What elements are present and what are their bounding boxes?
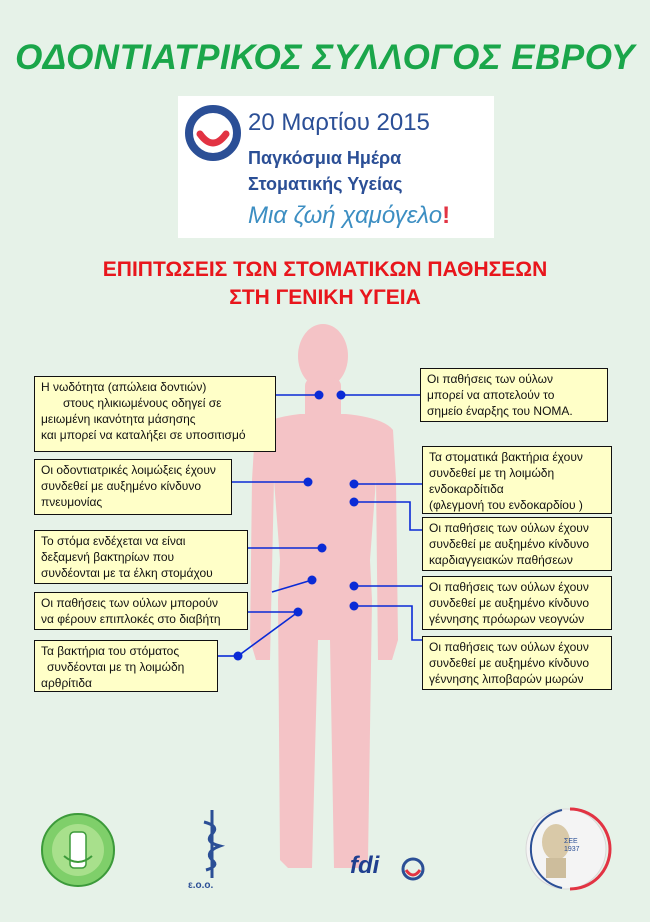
slogan-exclamation: ! bbox=[442, 202, 451, 229]
banner-line-2: Στοματικής Υγείας bbox=[248, 174, 403, 194]
info-box-noma: Οι παθήσεις των ούλων μπορεί να αποτελού… bbox=[420, 368, 608, 422]
right-connectors bbox=[341, 394, 422, 641]
box-line: συνδεθεί με αυξημένο κίνδυνο bbox=[429, 656, 590, 670]
banner-slogan: Μια ζωή χαμόγελο! bbox=[248, 202, 450, 230]
box-line: μειωμένη ικανότητα μάσησης bbox=[41, 412, 196, 426]
box-line: να φέρουν επιπλοκές στο διαβήτη bbox=[41, 612, 221, 626]
box-line: γέννησης λιποβαρών μωρών bbox=[429, 672, 584, 686]
box-line: αρθρίτιδα bbox=[41, 676, 92, 690]
body-silhouette bbox=[250, 324, 398, 868]
box-line: μπορεί να αποτελούν το bbox=[427, 388, 555, 402]
box-line: γέννησης πρόωρων νεογνών bbox=[429, 612, 585, 626]
hellenic-dental-federation-logo-icon bbox=[203, 810, 226, 878]
box-line: ενδοκαρδίτιδα bbox=[429, 482, 504, 496]
banner-line-1: Παγκόσμια Ημέρα bbox=[248, 148, 402, 168]
box-line: συνδέονται με τη λοιμώδη bbox=[47, 660, 185, 674]
fdi-label: fdi bbox=[350, 852, 380, 879]
stomatological-society-logo-icon bbox=[525, 807, 612, 891]
box-line: (φλεγμονή του ενδοκαρδίου ) bbox=[429, 498, 583, 512]
heading-line-1: ΕΠΙΠΤΩΣΕΙΣ ΤΩΝ ΣΤΟΜΑΤΙΚΩΝ ΠΑΘΗΣΕΩΝ bbox=[102, 258, 548, 281]
slogan-text: Μια ζωή χαμόγελο bbox=[248, 202, 443, 229]
box-line: Τα στοματικά βακτήρια έχουν bbox=[429, 450, 583, 464]
info-box-cardiovascular: Οι παθήσεις των ούλων έχουν συνδεθεί με … bbox=[422, 517, 612, 571]
box-line: καρδιαγγειακών παθήσεων bbox=[429, 553, 573, 567]
banner-date: 20 Μαρτίου 2015 bbox=[248, 109, 430, 136]
info-box-endocarditis: Τα στοματικά βακτήρια έχουν συνδεθεί με … bbox=[422, 446, 612, 514]
see-year: 1937 bbox=[564, 846, 580, 853]
see-name: ΣΕΕ bbox=[564, 838, 578, 845]
left-connectors bbox=[218, 394, 322, 657]
info-box-arthritis: Τα βακτήρια του στόματος συνδέονται με τ… bbox=[34, 640, 218, 692]
box-line: Οι παθήσεις των ούλων μπορούν bbox=[41, 596, 219, 610]
box-line: στους ηλικιωμένους οδηγεί σε bbox=[63, 396, 222, 410]
info-box-premature-birth: Οι παθήσεις των ούλων έχουν συνδεθεί με … bbox=[422, 576, 612, 630]
info-box-tooth-loss: Η νωδότητα (απώλεια δοντιών) στους ηλικι… bbox=[34, 376, 276, 452]
right-dots bbox=[336, 390, 359, 611]
box-line: Οι οδοντιατρικές λοιμώξεις έχουν bbox=[41, 463, 216, 477]
info-box-stomach-ulcers: Το στόμα ενδέχεται να είναι δεξαμενή βακ… bbox=[34, 530, 248, 584]
box-line: σημείο έναρξης του NOMA. bbox=[427, 404, 573, 418]
info-box-pneumonia: Οι οδοντιατρικές λοιμώξεις έχουν συνδεθε… bbox=[34, 459, 232, 515]
box-line: και μπορεί να καταλήξει σε υποσιτισμό bbox=[41, 428, 246, 442]
fdi-smile-icon bbox=[401, 857, 425, 881]
eoo-label: ε.ο.ο. bbox=[188, 880, 214, 891]
box-line: Οι παθήσεις των ούλων έχουν bbox=[429, 521, 589, 535]
box-line: Το στόμα ενδέχεται να είναι bbox=[41, 534, 186, 548]
info-box-diabetes: Οι παθήσεις των ούλων μπορούν να φέρουν … bbox=[34, 592, 248, 630]
page-title: ΟΔΟΝΤΙΑΤΡΙΚΟΣ ΣΥΛΛΟΓΟΣ ΕΒΡΟΥ bbox=[15, 38, 635, 77]
box-line: Οι παθήσεις των ούλων έχουν bbox=[429, 640, 589, 654]
box-line: Οι παθήσεις των ούλων έχουν bbox=[429, 580, 589, 594]
box-line: δεξαμενή βακτηρίων που bbox=[41, 550, 175, 564]
box-line: συνδεθεί με τη λοιμώδη bbox=[429, 466, 555, 480]
smile-logo-icon bbox=[185, 105, 241, 161]
left-extra-connectors bbox=[237, 579, 313, 657]
oral-health-day-banner: 20 Μαρτίου 2015 Παγκόσμια Ημέρα Στοματικ… bbox=[178, 96, 494, 238]
box-line: συνδεθεί με αυξημένο κίνδυνο bbox=[429, 596, 590, 610]
heading-line-2: ΣΤΗ ΓΕΝΙΚΗ ΥΓΕΙΑ bbox=[229, 286, 421, 309]
box-line: συνδέονται με τα έλκη στομάχου bbox=[41, 566, 213, 580]
box-line: συνδεθεί με αυξημένο κίνδυνο bbox=[41, 479, 202, 493]
info-box-low-birth-weight: Οι παθήσεις των ούλων έχουν συνδεθεί με … bbox=[422, 636, 612, 690]
evros-dental-association-logo-icon bbox=[41, 813, 115, 887]
box-line: Τα βακτήρια του στόματος bbox=[41, 644, 180, 658]
box-line: συνδεθεί με αυξημένο κίνδυνο bbox=[429, 537, 590, 551]
box-line: πνευμονίας bbox=[41, 495, 103, 509]
box-line: Η νωδότητα (απώλεια δοντιών) bbox=[41, 380, 207, 394]
box-line: Οι παθήσεις των ούλων bbox=[427, 372, 553, 386]
